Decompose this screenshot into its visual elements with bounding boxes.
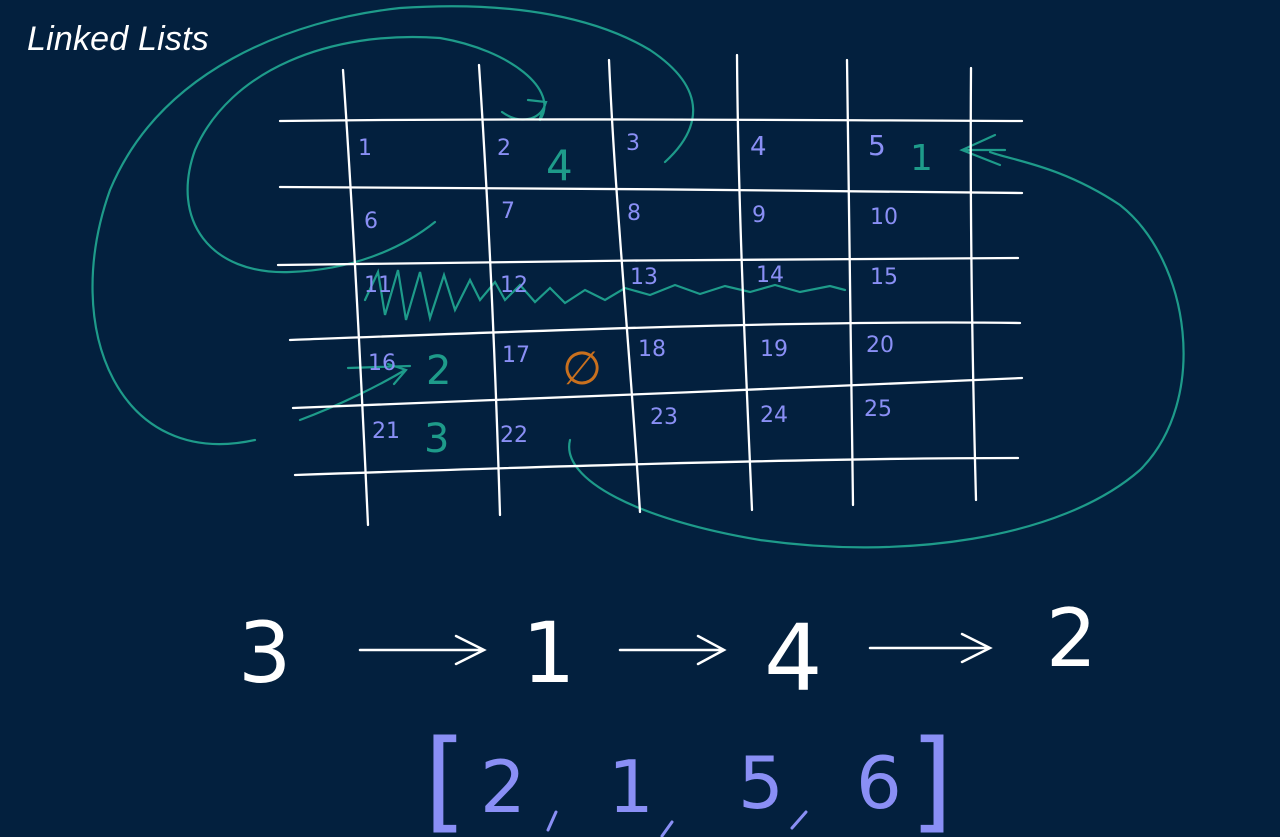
slide-title: Linked Lists: [27, 20, 209, 58]
array-value: 2: [480, 745, 526, 829]
teal-connection-loops: [91, 5, 1185, 549]
comma-icon: [660, 820, 674, 837]
arrow-icon: [618, 634, 727, 666]
cell-13: 13: [630, 265, 658, 290]
cell-3: 3: [626, 131, 640, 156]
cell-1: 1: [358, 136, 372, 161]
loop-outer: [91, 5, 695, 446]
cell-14: 14: [756, 263, 784, 288]
array-value: 6: [856, 741, 902, 825]
loop-arrow-into-2: [500, 98, 548, 121]
cell-2: 2: [497, 136, 511, 161]
linked-list-arrows: [358, 632, 993, 666]
linked-list: 3 1 4 2: [238, 592, 1097, 712]
loop-inner: [186, 36, 546, 274]
cell-16: 16: [368, 351, 396, 376]
comma-icon: [790, 810, 808, 830]
cell-7: 7: [501, 199, 515, 224]
cell-24: 24: [760, 403, 788, 428]
grid-hline-6: [293, 456, 1020, 477]
grid-hline-3: [276, 256, 1020, 267]
cell-9: 9: [752, 203, 766, 228]
cell-10: 10: [870, 205, 898, 230]
grid-lines: [276, 53, 1024, 527]
array-commas: [546, 810, 808, 837]
scribble-row-11-14: [363, 268, 847, 323]
strike-16: [346, 364, 412, 370]
cell-21: 21: [372, 419, 400, 444]
list-node: 2: [1046, 592, 1097, 685]
array-close-bracket: ]: [910, 716, 953, 837]
cell-18: 18: [638, 337, 666, 362]
cell-23: 23: [650, 405, 678, 430]
null-symbol: ∅: [562, 341, 602, 395]
list-node: 1: [522, 604, 575, 702]
list-node: 3: [238, 604, 291, 702]
grid-vline-6: [969, 66, 978, 502]
list-node: 4: [764, 605, 823, 712]
grid-vline-5: [845, 58, 855, 507]
cell-19: 19: [760, 337, 788, 362]
arrow-icon: [868, 632, 993, 664]
grid-hline-4: [288, 321, 1022, 342]
order-mark-cell-5: 1: [910, 138, 933, 179]
grid-vline-3: [607, 58, 642, 514]
array-value: 5: [738, 741, 784, 825]
cell-6: 6: [364, 209, 378, 234]
comma-icon: [546, 810, 558, 832]
cell-12: 12: [500, 273, 528, 298]
grid-hline-2: [278, 185, 1024, 195]
grid-vline-4: [735, 53, 754, 512]
cell-22: 22: [500, 423, 528, 448]
grid-hline-5: [291, 376, 1024, 410]
arrow-icon: [358, 634, 487, 666]
grid-hline-1: [278, 118, 1024, 123]
order-marks: 4 1 2 3: [424, 138, 933, 462]
grid-cell-numbers: 1 2 3 4 5 6 7 8 9 10 11 12 13 14 15 16 1…: [358, 129, 898, 448]
order-mark-cell-21: 3: [424, 416, 449, 462]
cell-15: 15: [870, 265, 898, 290]
cell-11: 11: [364, 273, 392, 298]
loop-right: [568, 150, 1185, 549]
order-mark-cell-2: 4: [546, 141, 573, 190]
loop-arrow-into-5: [959, 133, 1007, 167]
grid-vline-2: [477, 63, 502, 517]
array-open-bracket: [: [424, 716, 467, 837]
cell-8: 8: [627, 201, 641, 226]
cell-17: 17: [502, 343, 530, 368]
array-literal: [ 2 1 5 6 ]: [424, 716, 953, 837]
cell-4: 4: [750, 132, 767, 162]
order-mark-cell-16: 2: [426, 348, 451, 394]
cell-20: 20: [866, 333, 894, 358]
grid-vline-1: [341, 68, 370, 527]
array-value: 1: [608, 745, 654, 829]
cell-5: 5: [868, 129, 886, 162]
cell-25: 25: [864, 397, 892, 422]
